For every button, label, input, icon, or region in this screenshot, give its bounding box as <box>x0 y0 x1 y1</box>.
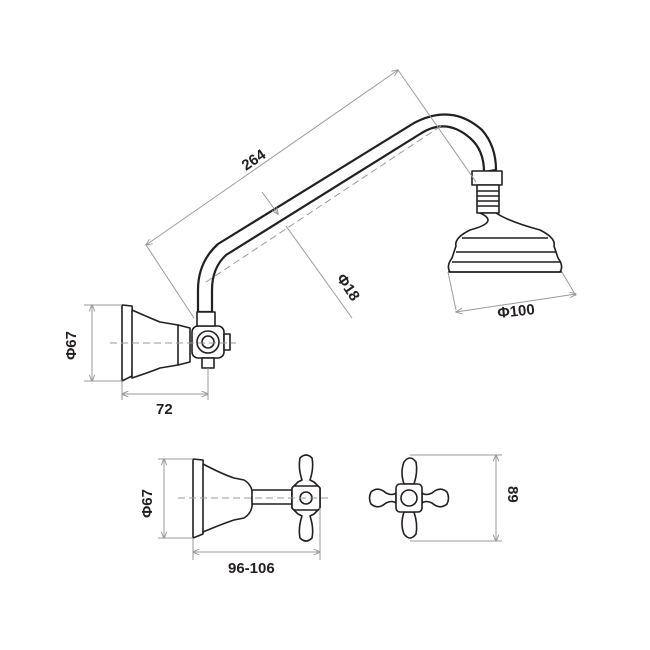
elbow-bottom-fitting <box>201 357 215 369</box>
tap-side-dimensions: Φ67 96-106 <box>139 459 330 577</box>
head-diameter-label: Φ100 <box>497 301 536 322</box>
head-diameter-extension <box>447 271 457 311</box>
head-diameter-dimension-line <box>456 294 576 312</box>
tap-front-dimensions: 89 <box>410 455 521 541</box>
handle-arm-top <box>401 457 418 485</box>
swivel-nut <box>471 170 503 186</box>
top-dimension-lines: 264 Φ18 Φ100 Φ67 72 <box>63 70 576 418</box>
tap-front-view <box>368 457 450 539</box>
handle-arm-bottom <box>401 511 418 539</box>
arm-diameter-leader <box>261 191 278 214</box>
arm-length-label: 264 <box>239 146 270 174</box>
arm-diameter-leader <box>285 225 353 319</box>
shower-arm-assembly <box>121 113 563 382</box>
arm-length-extension <box>145 244 195 319</box>
tap-projection-label: 96-106 <box>228 560 275 577</box>
shower-head-bell <box>447 212 563 273</box>
arm-centre-line <box>205 123 445 283</box>
handle-span-label: 89 <box>504 486 521 503</box>
flange-diameter-top-label: Φ67 <box>63 331 80 360</box>
elbow-right-cap <box>223 333 231 351</box>
handle-index-button <box>400 489 418 507</box>
swivel-body <box>476 184 500 214</box>
flange-diameter-bottom-label: Φ67 <box>139 489 156 518</box>
head-diameter-extension <box>561 271 577 297</box>
elbow-top-fitting <box>196 311 216 327</box>
arm-diameter-label: Φ18 <box>333 271 363 305</box>
handle-arm-right <box>421 488 450 508</box>
arm-projection-label: 72 <box>156 401 173 418</box>
flange-collar <box>177 324 191 366</box>
elbow-nut-inner <box>201 335 215 349</box>
arm-length-dimension-line <box>146 70 398 245</box>
arm-length-extension <box>397 69 477 183</box>
handle-arm-left <box>368 488 397 508</box>
tap-spindle <box>251 489 293 505</box>
